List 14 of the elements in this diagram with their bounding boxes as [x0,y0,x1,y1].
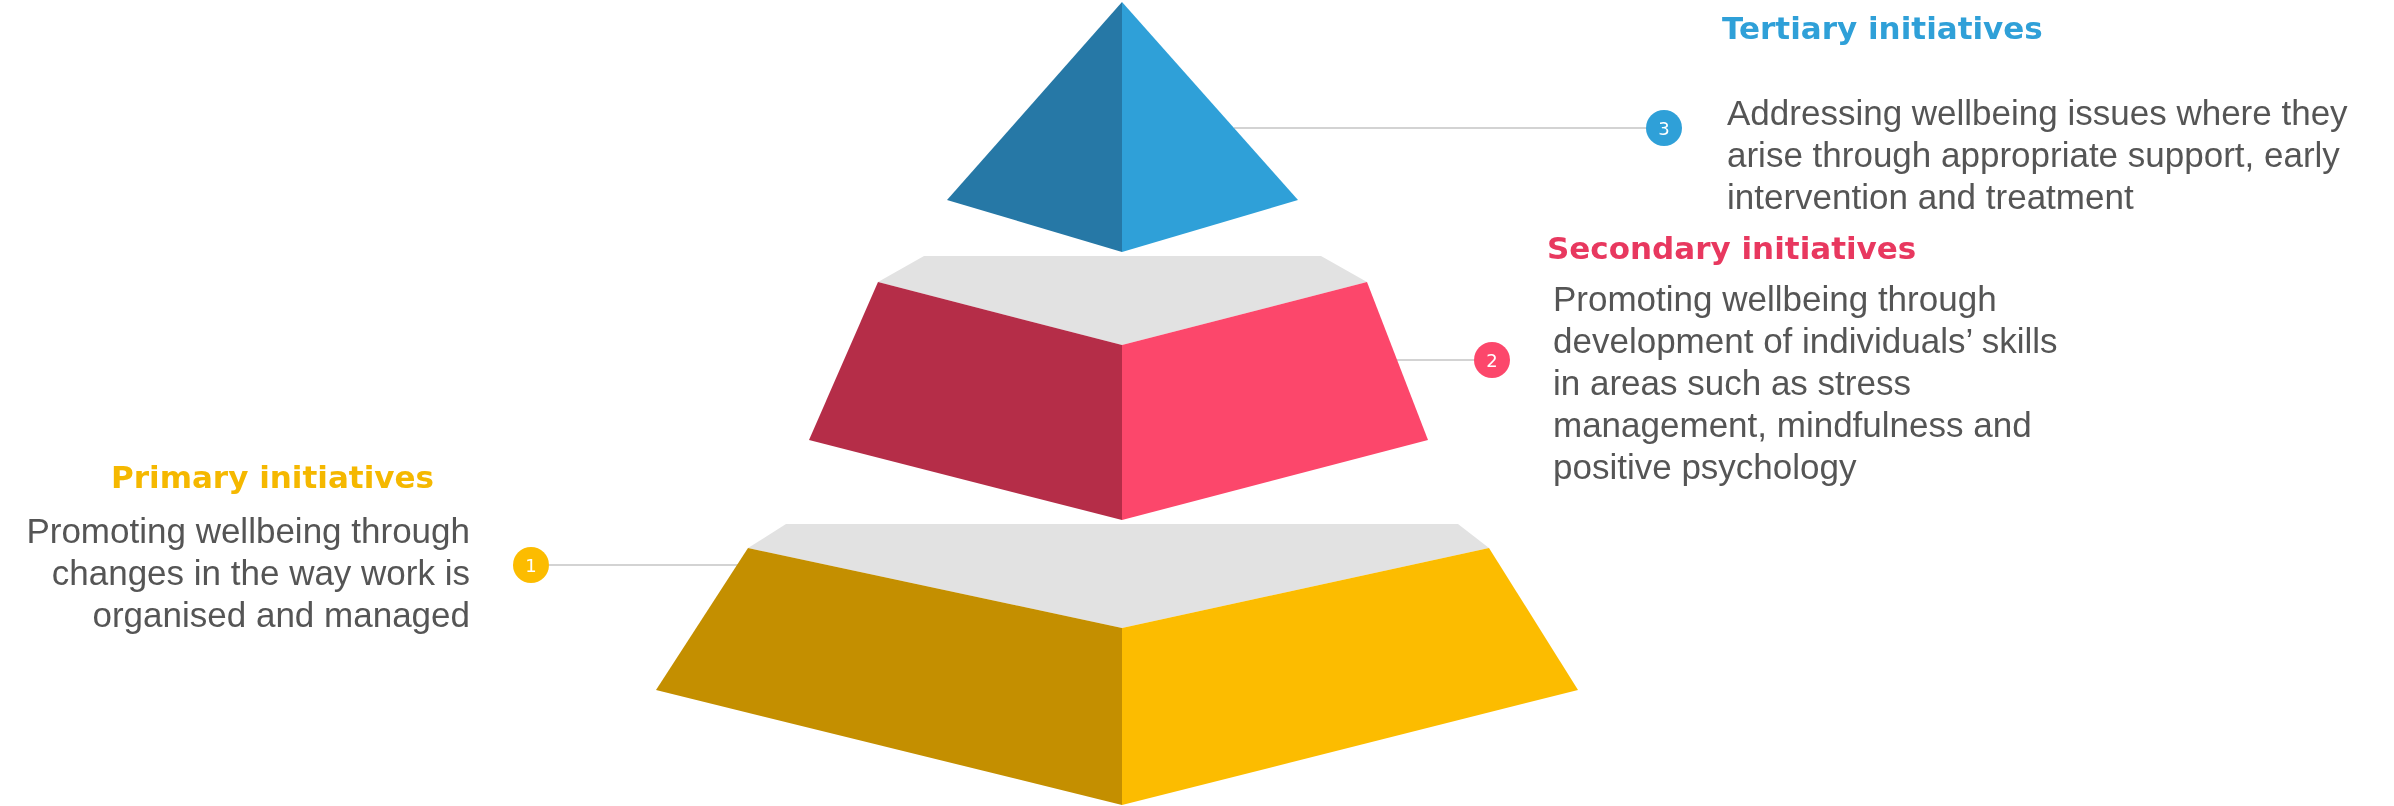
pyramid-bottom-layer [656,524,1579,806]
leader-line [1233,127,1647,129]
heading: Tertiary initiatives [1722,10,2043,46]
description-text: Addressing wellbeing issues where they arise through appropriate support, early intervention and treatment [1727,92,2349,218]
callout-number: 1 [513,547,549,583]
heading: Primary initiatives [111,459,434,495]
description-text: Promoting wellbeing through development of individuals’ skills in areas such as stress management, mindfulness and positive psychology [1553,278,2059,488]
leader-line [1396,359,1475,361]
heading: Secondary initiatives [1547,230,1917,266]
description-text: Promoting wellbeing through changes in the way work is organised and managed [25,510,470,636]
callout-number: 3 [1646,110,1682,146]
pyramid-top [947,0,1299,254]
pyramid-middle-layer [809,256,1429,521]
callout-number: 2 [1474,342,1510,378]
